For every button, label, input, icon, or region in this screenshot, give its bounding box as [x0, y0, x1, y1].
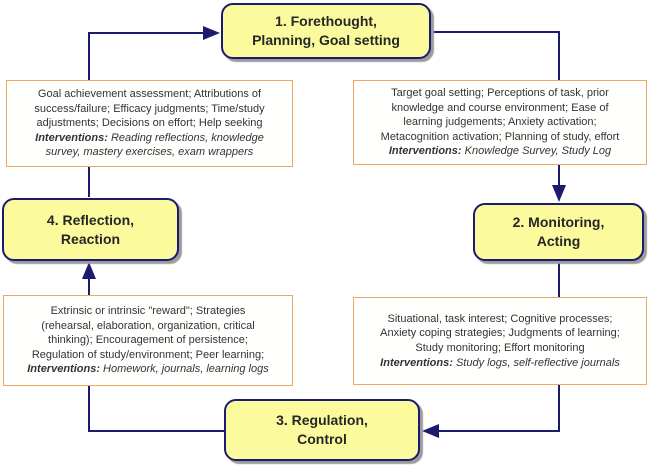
interventions-label: Interventions: — [27, 363, 100, 376]
stage-box-monitoring: 2. Monitoring, Acting — [473, 203, 644, 261]
arrowhead-into-forethought — [203, 26, 220, 40]
interventions-text: Study logs, self-reflective journals — [455, 356, 620, 369]
note-forethought-phase: Target goal setting; Perceptions of task… — [353, 80, 647, 165]
interventions-label: Interventions: — [388, 145, 462, 158]
interventions-text: Homework, journals, learning logs — [103, 363, 269, 376]
interventions-text: Reading reflections, knowledge survey, m… — [45, 131, 264, 159]
note-regulation-phase: Extrinsic or intrinsic "reward"; Strateg… — [3, 295, 293, 386]
note-reflection-phase: Goal achievement assessment; Attribution… — [6, 80, 293, 167]
arrowhead-into-regulation — [422, 424, 439, 438]
note-interventions: Interventions: Knowledge Survey, Study L… — [356, 144, 644, 159]
note-interventions: Interventions: Reading reflections, know… — [17, 131, 282, 160]
stage-box-forethought: 1. Forethought, Planning, Goal setting — [221, 3, 431, 59]
note-monitoring-phase: Situational, task interest; Cognitive pr… — [353, 297, 647, 385]
stage-box-regulation: 3. Regulation, Control — [224, 399, 420, 461]
note-body-text: Situational, task interest; Cognitive pr… — [380, 312, 620, 354]
note-interventions: Interventions: Study logs, self-reflecti… — [356, 356, 644, 371]
stage-box-reflection: 4. Reflection, Reaction — [2, 198, 179, 261]
stage-label: 4. Reflection, Reaction — [46, 211, 135, 247]
note-body-text: Extrinsic or intrinsic "reward"; Strateg… — [31, 305, 265, 361]
interventions-text: Knowledge Survey, Study Log — [464, 145, 612, 158]
note-body-text: Goal achievement assessment; Attribution… — [34, 88, 265, 130]
note-interventions: Interventions: Homework, journals, learn… — [6, 362, 290, 377]
stage-label: 2. Monitoring, Acting — [512, 214, 605, 249]
arrowhead-into-monitoring — [552, 185, 566, 202]
note-body-text: Target goal setting; Perceptions of task… — [380, 87, 620, 143]
interventions-label: Interventions: — [380, 356, 453, 369]
interventions-label: Interventions: — [35, 131, 108, 144]
arrowhead-into-reflection — [82, 262, 96, 279]
stage-label: 3. Regulation, Control — [276, 412, 368, 447]
stage-label: 1. Forethought, Planning, Goal setting — [252, 13, 400, 48]
